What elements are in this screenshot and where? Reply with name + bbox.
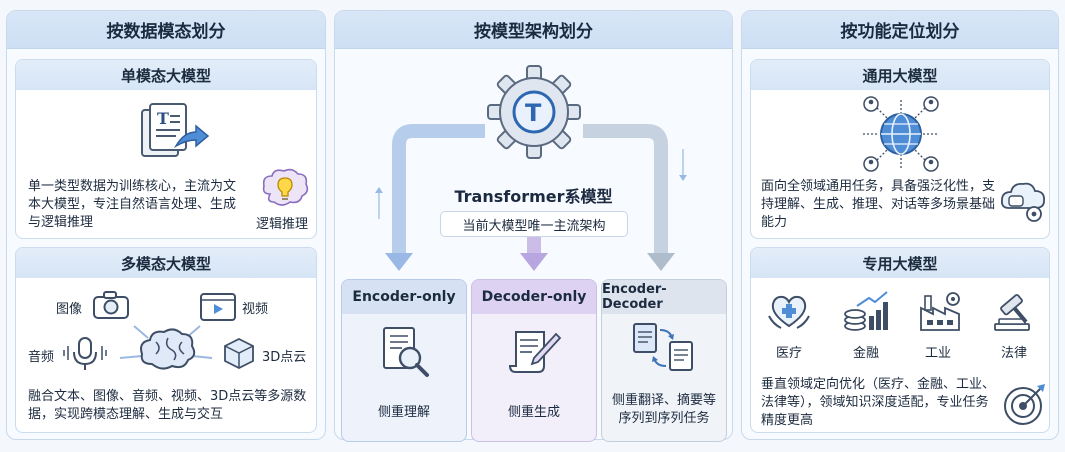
- camera-icon: [93, 291, 129, 319]
- decoder-only-desc: 侧重生成: [507, 405, 560, 420]
- specialized-model-description: 垂直领域定向优化（医疗、金融、工业、法律等），领域知识深度适配，专业任务精度更高: [761, 377, 996, 428]
- general-model-description: 面向全领域通用任务，具备强泛化性，支持理解、生成、推理、对话等多场景基础能力: [761, 179, 996, 230]
- microphone-icon: [63, 337, 107, 370]
- industry-label: 工业: [925, 346, 952, 361]
- audio-label: 音频: [28, 350, 55, 365]
- data-modality-column: 按数据模态划分 单模态大模型 T 单一类型数据为训练核心，主流为文本大模型，专注…: [6, 10, 326, 440]
- specialized-model-card: 专用大模型 医疗 金融 工业: [750, 247, 1050, 433]
- finance-chart-icon: [844, 291, 888, 331]
- brain-lightbulb-icon: [262, 168, 309, 206]
- medical-heart-icon: [768, 295, 810, 329]
- decoder-only-box: Decoder-only 侧重生成: [471, 279, 597, 442]
- image-label: 图像: [56, 302, 83, 317]
- multimodal-title: 多模态大模型: [16, 248, 316, 278]
- gavel-icon: [994, 294, 1030, 331]
- encoder-only-desc: 侧重理解: [377, 405, 430, 420]
- point-cloud-label: 3D点云: [262, 350, 307, 365]
- mainstream-tag: 当前大模型唯一主流架构: [440, 211, 628, 237]
- unimodal-description: 单一类型数据为训练核心，主流为文本大模型，专注自然语言处理、生成与逻辑推理: [28, 179, 237, 230]
- scroll-pen-icon: [508, 331, 562, 373]
- encoder-only-title: Encoder-only: [342, 280, 466, 314]
- encoder-decoder-desc: 侧重翻译、摘要等序列到序列任务: [611, 393, 716, 426]
- encoder-decoder-title: Encoder-Decoder: [602, 280, 726, 314]
- target-icon: [1004, 384, 1045, 425]
- logic-reasoning-label: 逻辑推理: [256, 217, 309, 232]
- general-model-title: 通用大模型: [751, 60, 1049, 90]
- svg-text:T: T: [157, 109, 169, 128]
- medical-label: 医疗: [776, 346, 803, 361]
- unimodal-title: 单模态大模型: [16, 60, 316, 90]
- encoder-only-box: Encoder-only 侧重理解: [341, 279, 467, 442]
- architecture-heading: 按模型架构划分: [335, 11, 732, 49]
- document-conversion-icon: [633, 323, 693, 371]
- data-modality-heading: 按数据模态划分: [7, 11, 325, 49]
- general-model-card: 通用大模型 面向全领域通用任务，具备强泛化性，支持理解、生成、推理、对话等: [750, 59, 1050, 239]
- specialized-model-title: 专用大模型: [751, 248, 1049, 278]
- flow-arrows: [375, 124, 687, 271]
- transformer-gear-icon: T: [487, 65, 581, 159]
- decoder-only-title: Decoder-only: [472, 280, 596, 314]
- text-document-icon: T: [141, 103, 210, 157]
- document-magnifier-icon: [383, 327, 429, 377]
- finance-label: 金融: [853, 346, 880, 361]
- multimodal-card: 多模态大模型 图像 视频 音频: [15, 247, 317, 433]
- video-player-icon: [200, 293, 236, 321]
- brain-arrows-icon: [119, 325, 213, 370]
- globe-network-icon: [863, 96, 939, 172]
- encoder-decoder-box: Encoder-Decoder 侧重翻译、摘要等序列到序列任务: [601, 279, 727, 442]
- point-cloud-cube-icon: [224, 337, 254, 370]
- cloud-chat-gear-icon: [1000, 182, 1045, 222]
- transformer-title: Transformer系模型: [454, 187, 613, 206]
- svg-text:T: T: [525, 99, 542, 127]
- unimodal-card: 单模态大模型 T 单一类型数据为训练核心，主流为文本大模型，专注自然语言处理、生…: [15, 59, 317, 239]
- factory-icon: [920, 292, 960, 331]
- architecture-column: 按模型架构划分 T Transformer系模型 当前大模型唯一主流架构: [334, 10, 733, 442]
- video-label: 视频: [242, 302, 269, 317]
- mainstream-tag-text: 当前大模型唯一主流架构: [462, 218, 606, 234]
- function-column: 按功能定位划分 通用大模型 面向全领域通用任务，具备强泛化: [741, 10, 1059, 440]
- multimodal-description: 融合文本、图像、音频、视频、3D点云等多源数据，实现跨模态理解、生成与交互: [28, 389, 307, 422]
- law-label: 法律: [1001, 346, 1028, 361]
- function-heading: 按功能定位划分: [742, 11, 1058, 49]
